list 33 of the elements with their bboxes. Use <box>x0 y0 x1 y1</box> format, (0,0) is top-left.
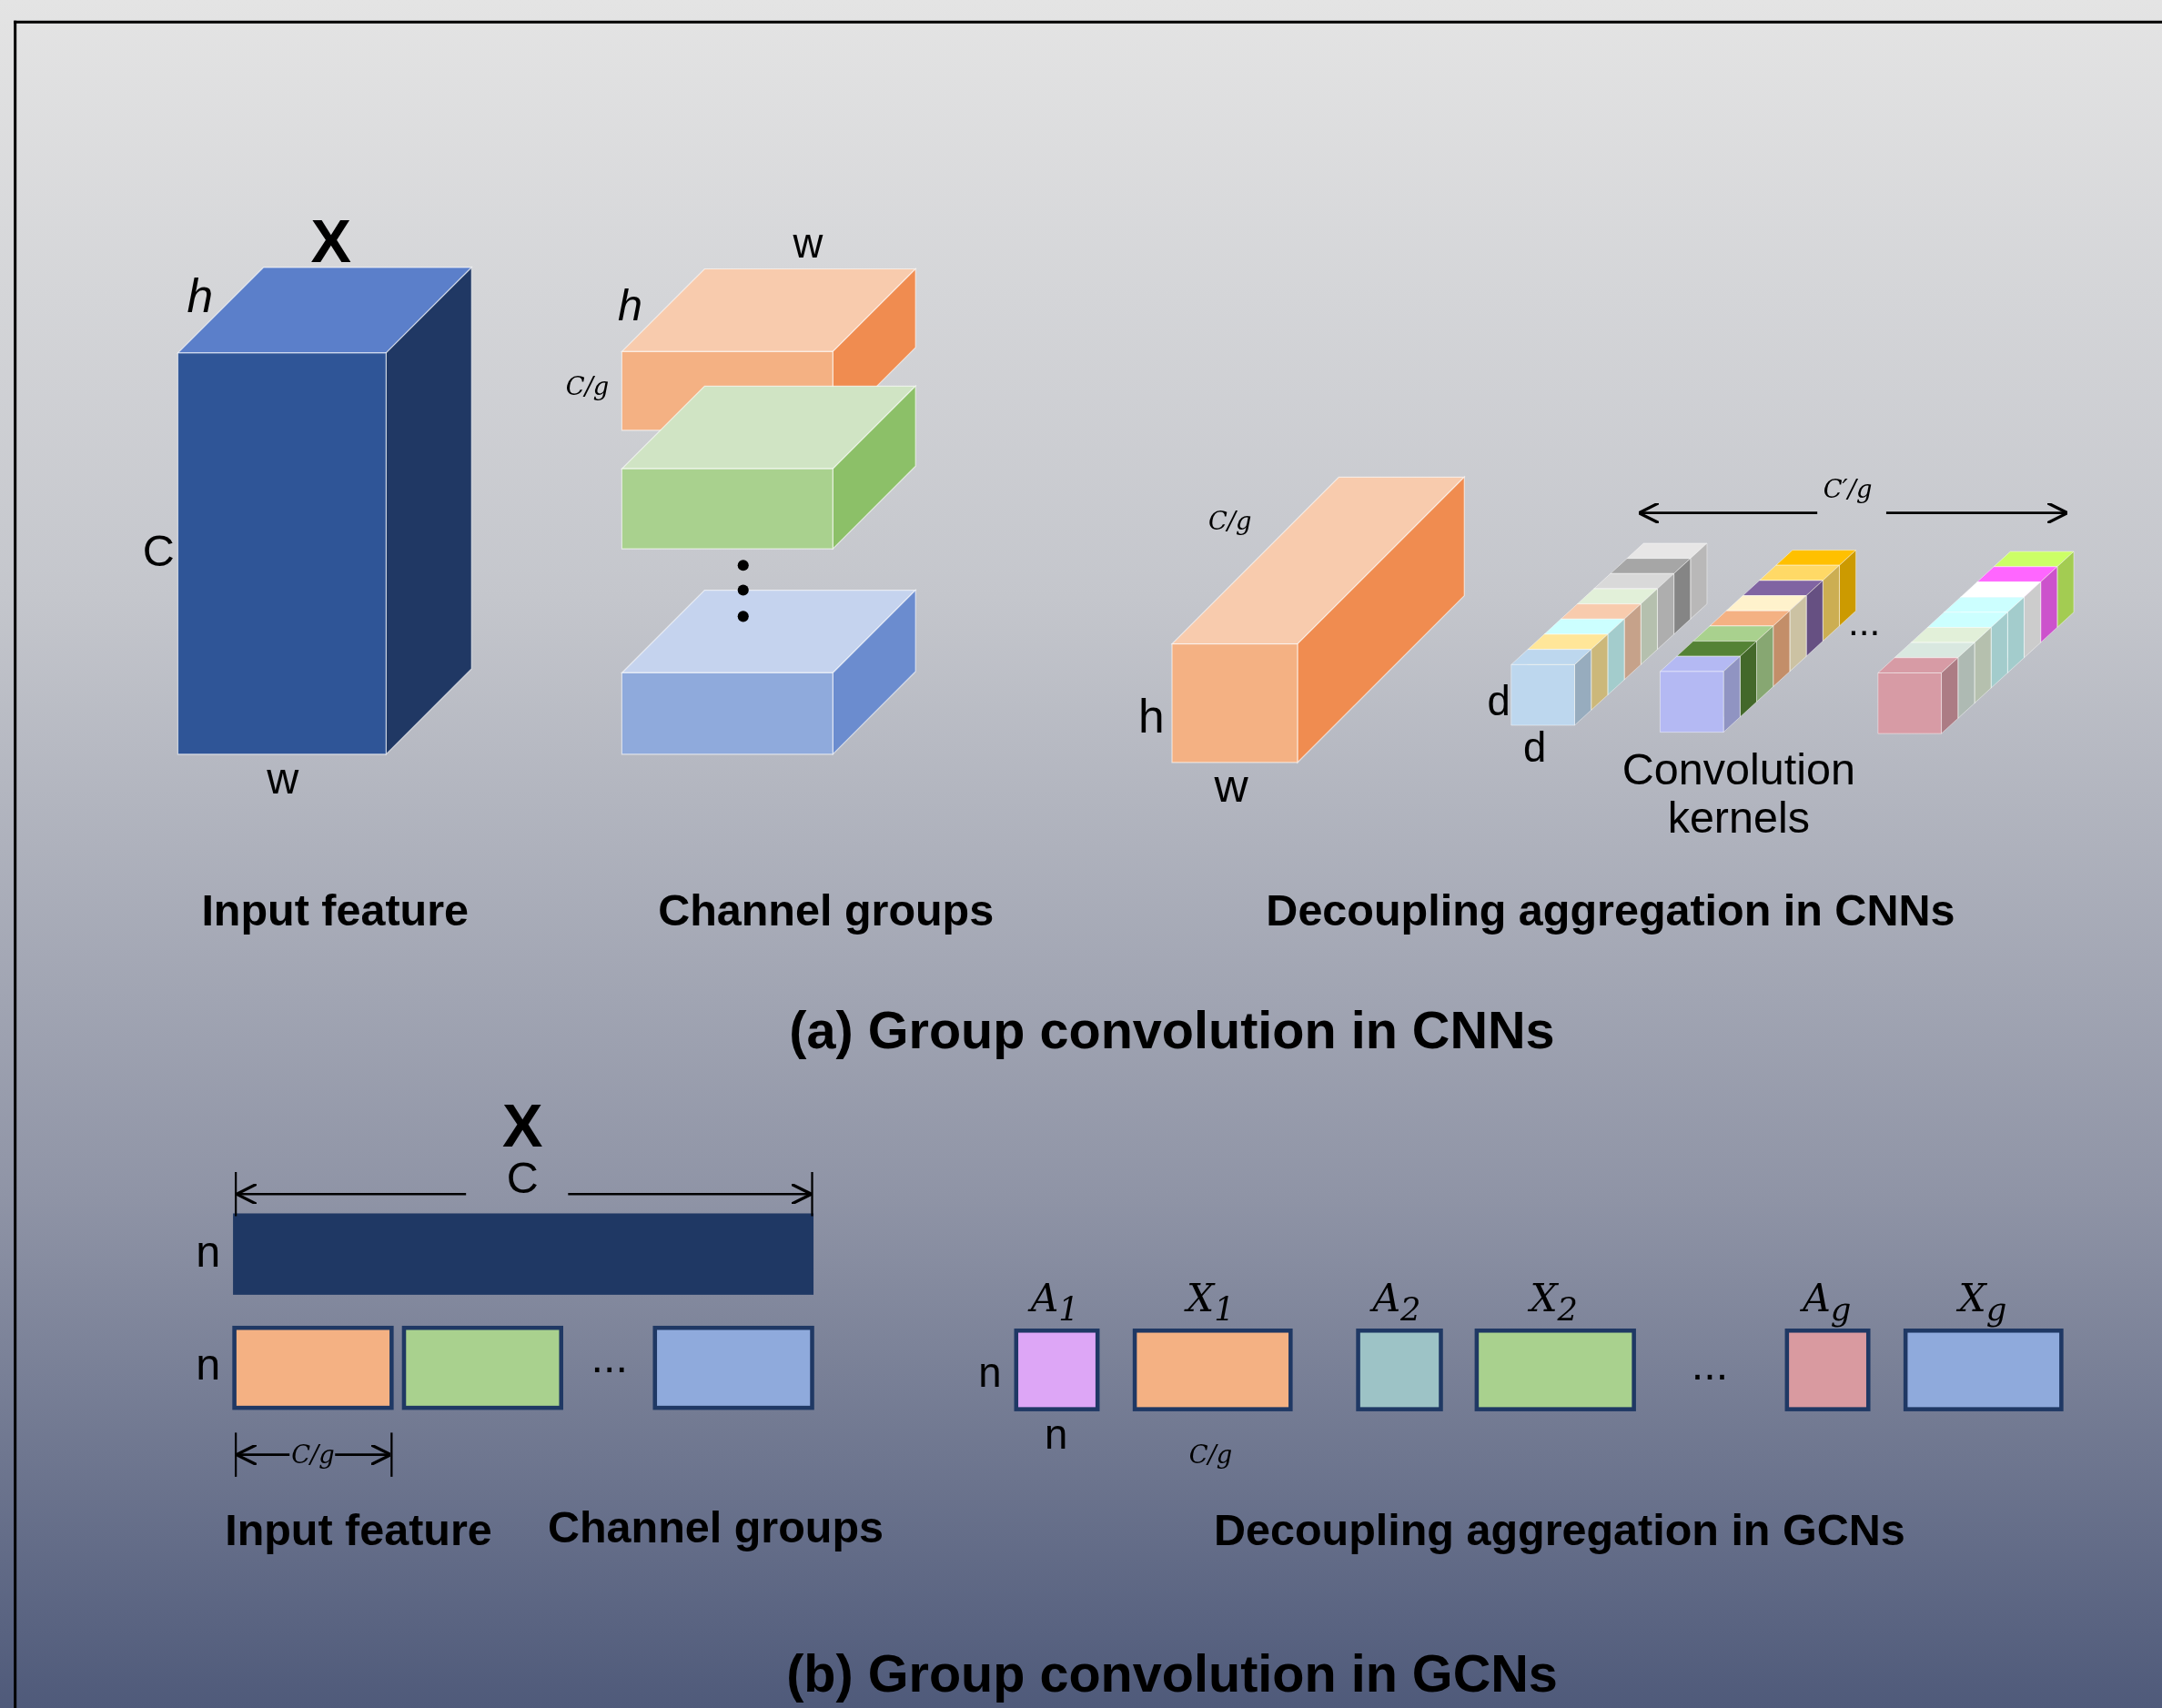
dimension-label: w <box>267 754 299 803</box>
dimension-label: n <box>1045 1410 1068 1457</box>
panel-caption: Decoupling aggregation in GCNs <box>1213 1506 1905 1555</box>
kernel-caption: Convolution kernels <box>1621 745 1856 844</box>
panel-caption: Input feature <box>225 1506 492 1555</box>
panel-caption: Channel groups <box>658 886 995 936</box>
dimension-label: h <box>618 281 642 331</box>
dimension-label: w <box>793 219 823 266</box>
panel-caption: Decoupling aggregation in CNNs <box>1266 886 1955 936</box>
dimension-label: C/g <box>1188 1440 1233 1469</box>
panel-caption: Input feature <box>201 886 470 936</box>
dimension-label: C/g <box>565 372 610 400</box>
block-symbol: X$_{g}$ <box>1958 1278 2007 1329</box>
tensor-symbol: X <box>310 207 351 275</box>
block-symbol: X$_{2}$ <box>1530 1278 1579 1329</box>
dimension-label: n <box>196 1228 221 1277</box>
section-title: (b) Group convolution in GCNs <box>786 1646 1558 1704</box>
ellipsis: ... <box>1848 601 1881 645</box>
dimension-label: C/g <box>1207 507 1252 535</box>
dimension-label: w <box>1214 760 1248 813</box>
panel-caption: Channel groups <box>547 1503 884 1552</box>
section-title: (a) Group convolution in CNNs <box>789 1002 1555 1061</box>
ellipsis: ... <box>1691 1340 1729 1390</box>
dimension-label: C/g <box>291 1440 335 1469</box>
dimension-label: C′/g <box>1823 475 1873 503</box>
dimension-label: d <box>1487 677 1510 723</box>
dimension-label: n <box>978 1349 1002 1395</box>
dimension-label: h <box>187 270 214 323</box>
dimension-label: n <box>196 1340 221 1390</box>
dimension-label: d <box>1522 724 1547 771</box>
dimension-label: h <box>1137 691 1165 743</box>
ellipsis: ... <box>591 1333 628 1383</box>
dimension-label: C <box>142 527 175 576</box>
